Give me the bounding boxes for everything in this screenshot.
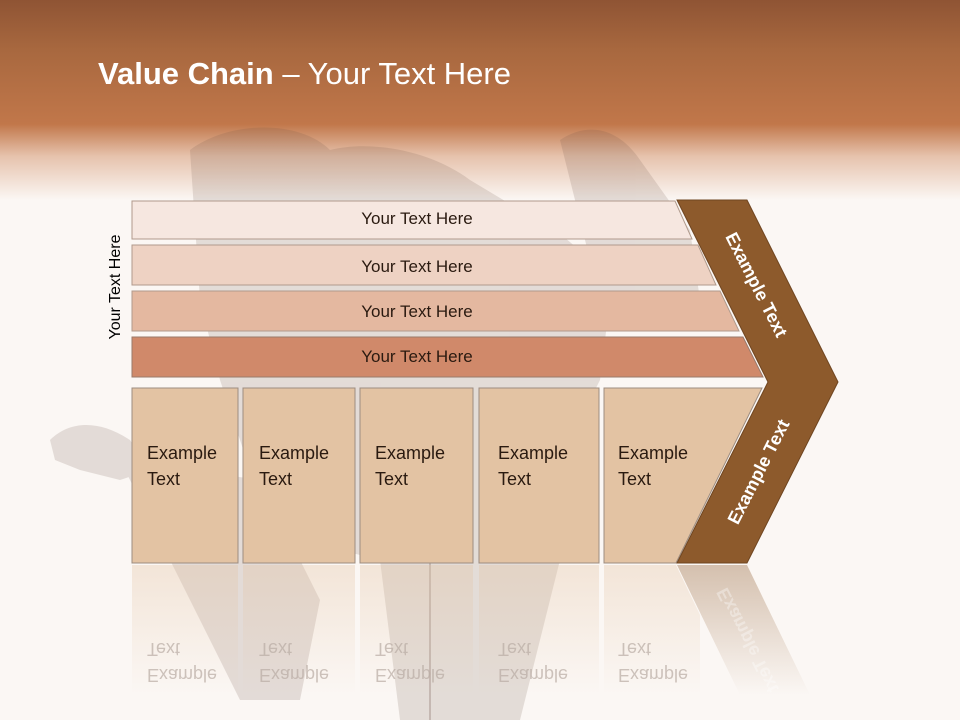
page-title: Value Chain – Your Text Here (98, 56, 511, 92)
box-4-reflection (479, 565, 599, 695)
box-5-reflection-text: Example Text (618, 639, 689, 685)
box-2-reflection-text: Example Text (259, 639, 330, 685)
box-5-reflection (604, 565, 700, 695)
title-bold-part: Value Chain (98, 56, 274, 91)
box-5-label: Example Text (618, 443, 689, 489)
box-1-reflection (132, 565, 238, 695)
box-4-label: Example Text (498, 443, 569, 489)
bar-3-label: Your Text Here (361, 302, 473, 321)
bar-2 (131, 244, 717, 286)
box-3-reflection (360, 565, 473, 695)
box-2-label: Example Text (259, 443, 330, 489)
header-band (0, 0, 960, 200)
bar-4 (131, 336, 764, 378)
box-3 (359, 387, 474, 564)
box-2-reflection (243, 565, 355, 695)
bar-1 (131, 200, 693, 240)
box-3-label: Example Text (375, 443, 446, 489)
box-4-reflection-text: Example Text (498, 639, 569, 685)
bar-4-label: Your Text Here (361, 347, 473, 366)
bar-1-label: Your Text Here (361, 209, 473, 228)
box-5 (603, 387, 763, 564)
box-2 (242, 387, 356, 564)
box-1-label: Example Text (147, 443, 218, 489)
chevron-arrow (676, 199, 839, 564)
bar-3 (131, 290, 740, 332)
chevron-reflection (677, 565, 810, 695)
box-1-reflection-text: Example Text (147, 639, 218, 685)
box-1 (131, 387, 239, 564)
bar-2-label: Your Text Here (361, 257, 473, 276)
box-3-reflection-text: Example Text (375, 639, 446, 685)
title-rest-part: – Your Text Here (273, 56, 511, 91)
box-4 (478, 387, 600, 564)
